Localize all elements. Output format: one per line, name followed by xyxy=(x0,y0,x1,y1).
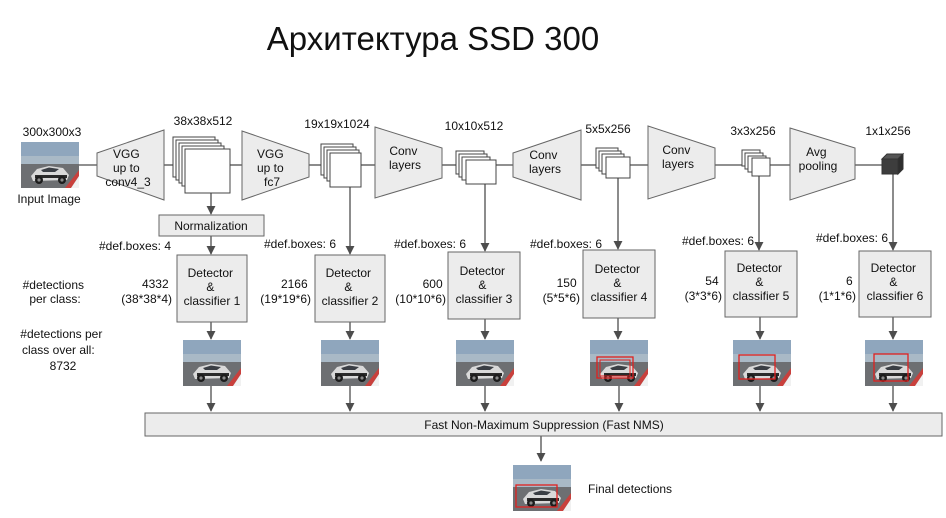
svg-text:Detector & classif: Detector & classifier 1 xyxy=(184,266,241,308)
detection-count-4: 150 (5*5*6) xyxy=(543,276,580,305)
detector-classifier-3: Detector & classifier 3 xyxy=(447,251,521,320)
final-detections-image xyxy=(513,465,571,511)
detections-per-class-label: #detections per class: xyxy=(23,278,88,306)
stage-vgg-conv4-3: VGG up to conv4_3 xyxy=(96,129,165,201)
def-boxes-label-1: #def.boxes: 4 xyxy=(99,239,171,253)
feature-size-1x1x256: 1x1x256 xyxy=(865,124,911,138)
input-size-label: 300x300x3 xyxy=(23,125,82,139)
svg-text:Conv layers: Conv layers xyxy=(662,143,694,171)
detector-classifier-5: Detector & classifier 5 xyxy=(724,250,798,318)
detection-count-1: 4332 (38*38*4) xyxy=(121,277,172,306)
svg-text:Conv layers: Conv layers xyxy=(389,144,421,172)
svg-text:Detector & classif: Detector & classifier 2 xyxy=(322,266,379,308)
detection-count-2: 2166 (19*19*6) xyxy=(260,277,311,306)
svg-text:Conv layers: Conv layers xyxy=(529,148,561,176)
detector-output-image-6 xyxy=(865,340,923,386)
feature-size-3x3x256: 3x3x256 xyxy=(730,124,776,138)
stage-conv-layers-3: Conv layers xyxy=(647,125,716,200)
detections-overall-label: #detections per class over all: 8732 xyxy=(20,327,105,373)
feature-map-38x38x512 xyxy=(172,136,231,194)
detection-count-3: 600 (10*10*6) xyxy=(395,277,446,306)
feature-map-3x3x256 xyxy=(741,149,771,177)
svg-text:Fast Non-Maximum Suppression: Fast Non-Maximum Suppression (Fast NMS) xyxy=(424,418,663,432)
detection-count-6: 6 (1*1*6) xyxy=(819,274,856,303)
feature-size-10x10x512: 10x10x512 xyxy=(445,119,504,133)
detector-classifier-6: Detector & classifier 6 xyxy=(858,250,932,318)
feature-size-5x5x256: 5x5x256 xyxy=(585,122,631,136)
feature-size-38x38x512: 38x38x512 xyxy=(174,114,233,128)
stage-vgg-fc7: VGG up to fc7 xyxy=(241,130,310,201)
def-boxes-label-5: #def.boxes: 6 xyxy=(682,234,754,248)
svg-text:Avg pooling: Avg pooling xyxy=(799,145,838,173)
detector-classifier-1: Detector & classifier 1 xyxy=(176,254,248,323)
detector-output-image-4 xyxy=(590,340,648,386)
svg-text:VGG up to conv4_3: VGG up to conv4_3 xyxy=(105,147,151,189)
detector-classifier-4: Detector & classifier 4 xyxy=(582,249,656,319)
stage-conv-layers-2: Conv layers xyxy=(512,129,582,201)
stage-conv-layers-1: Conv layers xyxy=(374,126,443,199)
feature-size-19x19x1024: 19x19x1024 xyxy=(304,117,370,131)
def-boxes-label-6: #def.boxes: 6 xyxy=(816,231,888,245)
detection-count-5: 54 (3*3*6) xyxy=(685,274,722,303)
feature-map-5x5x256 xyxy=(595,147,631,179)
svg-text:VGG up to fc7: VGG up to fc7 xyxy=(257,147,287,189)
fast-nms-block: Fast Non-Maximum Suppression (Fast NMS) xyxy=(144,412,943,437)
def-boxes-label-3: #def.boxes: 6 xyxy=(394,237,466,251)
detector-output-image-5 xyxy=(733,340,791,386)
connectors xyxy=(79,164,898,462)
detector-output-image-2 xyxy=(321,340,379,386)
normalization-block: Normalization xyxy=(158,214,265,237)
def-boxes-label-2: #def.boxes: 6 xyxy=(264,237,336,251)
detector-classifier-2: Detector & classifier 2 xyxy=(314,254,386,323)
svg-text:Normalization: Normalization xyxy=(174,219,247,233)
detector-output-image-3 xyxy=(456,340,514,386)
svg-text:Detector & classif: Detector & classifier 3 xyxy=(456,264,513,306)
detector-output-image-1 xyxy=(183,340,241,386)
svg-text:Detector & classif: Detector & classifier 5 xyxy=(733,261,790,303)
svg-text:Detector & classif: Detector & classifier 4 xyxy=(591,262,648,304)
def-boxes-label-4: #def.boxes: 6 xyxy=(530,237,602,251)
diagram-title: Архитектура SSD 300 xyxy=(267,20,599,57)
stage-avg-pooling: Avg pooling xyxy=(789,127,856,201)
svg-text:Detector & classif: Detector & classifier 6 xyxy=(867,261,924,303)
feature-map-10x10x512 xyxy=(455,150,497,185)
input-image xyxy=(21,142,79,188)
final-detections-label: Final detections xyxy=(588,482,672,496)
input-image-label: Input Image xyxy=(17,192,81,206)
feature-map-19x19x1024 xyxy=(320,143,362,188)
feature-map-1x1x256 xyxy=(880,152,905,176)
